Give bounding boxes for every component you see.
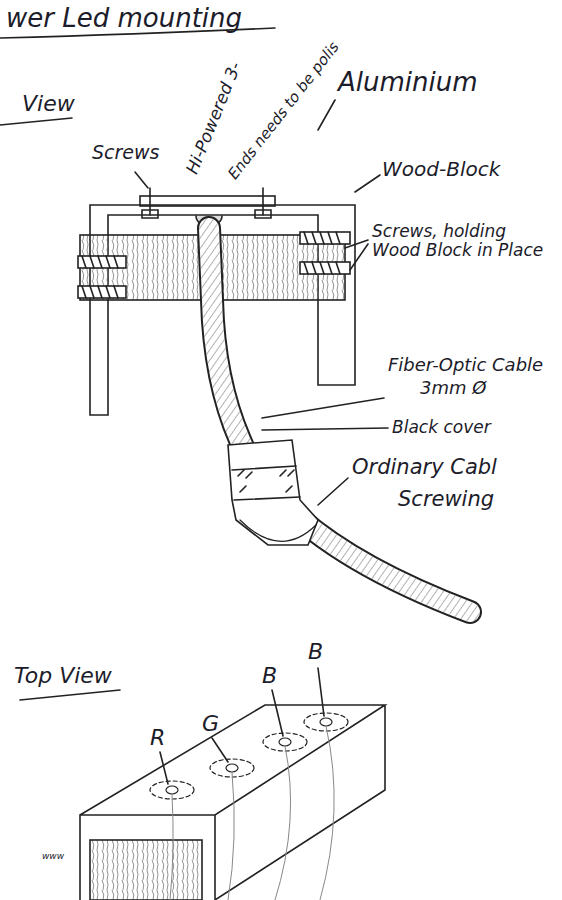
sketch-stroke [232, 466, 300, 500]
sketch-stroke [82, 256, 118, 298]
sketch-stroke [170, 726, 334, 900]
channel-label: G [202, 712, 219, 736]
sketch-stroke [318, 100, 380, 270]
channel-label: B [262, 664, 277, 688]
sketch-stroke [255, 188, 271, 218]
sketch-stroke [166, 786, 178, 794]
part-label: Aluminium [338, 68, 478, 97]
view-label: View [22, 92, 75, 116]
sketch-stroke [304, 232, 340, 274]
sketch-stroke [320, 718, 332, 726]
part-label: Fiber-Optic Cable [388, 355, 543, 375]
sketch-stroke [142, 188, 158, 218]
sketch-stroke [150, 713, 348, 799]
sketch-stroke [238, 470, 294, 492]
sketch-stroke [240, 520, 316, 541]
sketch-stroke [20, 690, 120, 700]
sketch-stroke [0, 118, 72, 125]
watermark: www [42, 852, 64, 862]
part-label: Black cover [392, 418, 491, 437]
sketch-stroke [228, 440, 318, 545]
dimension: 3mm Ø [420, 378, 486, 398]
part-label: Ordinary Cabl [352, 456, 497, 479]
sketch-stroke [80, 705, 385, 900]
channel-label: R [150, 726, 165, 750]
sketch-stroke [160, 668, 324, 784]
title: wer Led mounting [6, 4, 242, 33]
part-label: Ends needs to be polis [225, 39, 342, 183]
part-label: Wood-Block [382, 158, 500, 180]
sketch-stroke [90, 840, 202, 900]
sketch-stroke [135, 172, 148, 188]
part-label: Screws, holding Wood Block in Place [372, 222, 552, 259]
view-label: Top View [14, 664, 112, 688]
part-label: Screwing [398, 488, 494, 511]
part-label: Screws [92, 142, 159, 163]
channel-label: B [308, 640, 323, 664]
sketch-stroke [226, 764, 238, 772]
sketch-stroke [279, 738, 291, 746]
sketch-stroke [140, 196, 275, 206]
sketch-stroke [262, 398, 388, 505]
